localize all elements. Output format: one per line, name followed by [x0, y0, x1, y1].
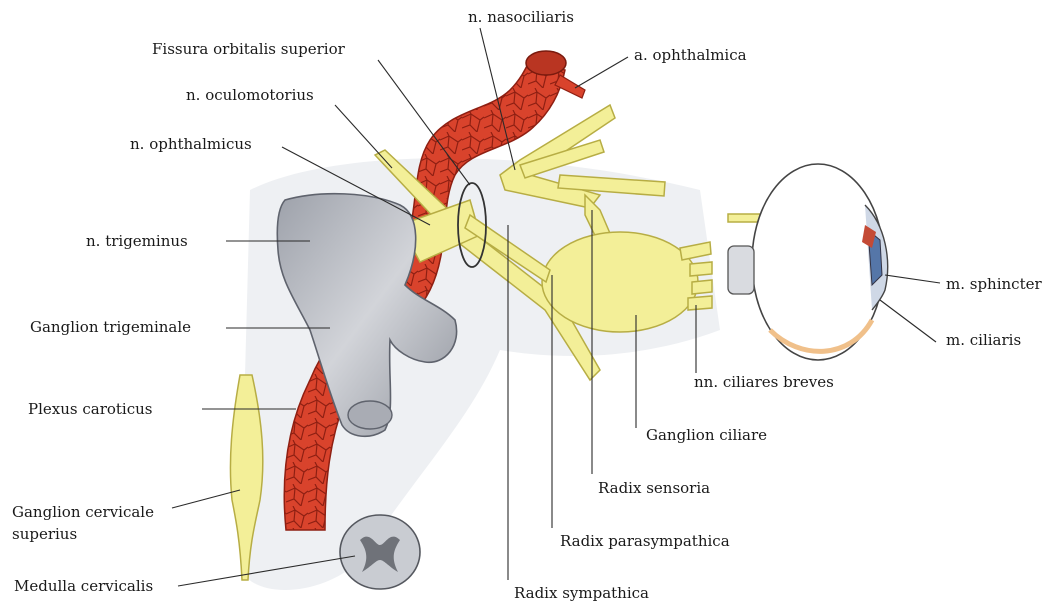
label-ganglion-cervicale-superius: superius [12, 525, 77, 543]
label-radix-sensoria: Radix sensoria [598, 479, 710, 497]
spinal-cord-section [340, 515, 420, 589]
label-plexus-caroticus: Plexus caroticus [28, 400, 152, 418]
optic-nerve-stump [728, 246, 754, 294]
label-medulla-cervicalis: Medulla cervicalis [14, 577, 153, 595]
label-a-ophthalmica: a. ophthalmica [634, 46, 747, 64]
label-n-trigeminus: n. trigeminus [86, 232, 188, 250]
label-n-ophthalmicus: n. ophthalmicus [130, 135, 252, 153]
label-ganglion-cervicale: Ganglion cervicale [12, 503, 154, 521]
label-ganglion-ciliare: Ganglion ciliare [646, 426, 767, 444]
label-n-nasociliaris: n. nasociliaris [468, 8, 574, 26]
short-ciliary-nerve-4 [688, 296, 712, 310]
short-ciliary-nerve-2 [690, 262, 712, 276]
label-m-sphincter: m. sphincter [946, 275, 1042, 293]
label-fissura-orbitalis-superior: Fissura orbitalis superior [152, 40, 346, 58]
label-nn-ciliares-breves: nn. ciliares breves [694, 373, 834, 391]
label-radix-sympathica: Radix sympathica [514, 584, 649, 602]
short-ciliary-nerve-3 [692, 280, 712, 294]
trigeminal-ganglion-cut [348, 401, 392, 429]
label-ganglion-trigeminale: Ganglion trigeminale [30, 318, 191, 336]
eyeball [728, 164, 888, 360]
long-ciliary-nerve [728, 214, 760, 222]
label-n-oculomotorius: n. oculomotorius [186, 86, 314, 104]
artery-cut-end [526, 51, 566, 75]
ciliary-ganglion-shape [542, 232, 698, 332]
ophthalmic-artery-branch [555, 75, 585, 98]
label-radix-parasympathica: Radix parasympathica [560, 532, 730, 550]
label-m-ciliaris: m. ciliaris [946, 331, 1021, 349]
